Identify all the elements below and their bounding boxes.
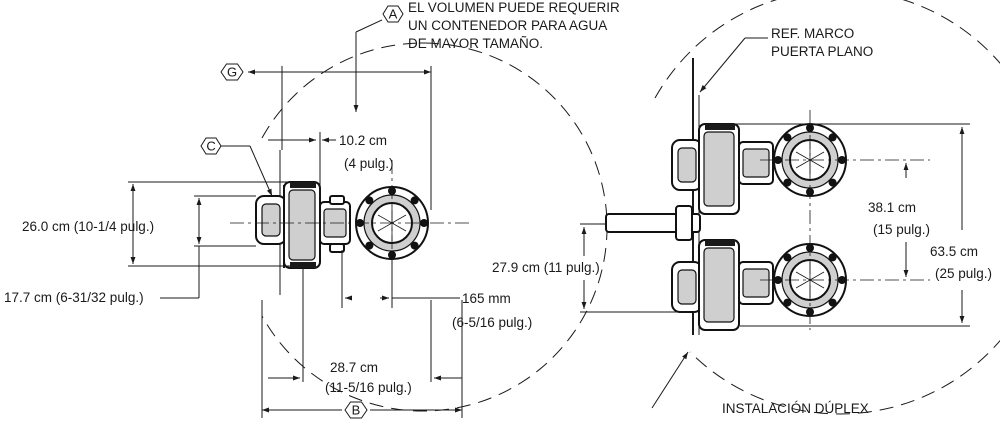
dim-635-in: (25 pulg.) <box>935 266 992 281</box>
dim-279: 27.9 cm (11 pulg.) <box>492 260 600 275</box>
dim-260: 26.0 cm (10-1/4 pulg.) <box>22 219 154 234</box>
dim-102-cm: 10.2 cm <box>339 133 387 148</box>
duplex-installation-view: REF. MARCO PUERTA PLANO <box>492 0 1000 416</box>
dim-165-in: (6-5/16 pulg.) <box>452 315 532 330</box>
note-volume-2: UN CONTENEDOR PARA AGUA <box>408 18 607 33</box>
note-volume-1: EL VOLUMEN PUEDE REQUERIR <box>408 0 620 15</box>
right-clearance-circle <box>654 0 1000 415</box>
note-ref-2: PUERTA PLANO <box>771 44 873 59</box>
dim-102-in: (4 pulg.) <box>344 156 394 171</box>
label-duplex: INSTALACIÓN DÚPLEX <box>722 401 869 416</box>
single-installation-view: G A EL VOLUMEN PUEDE REQUERIR UN CONTENE… <box>4 0 620 419</box>
valve-assembly <box>255 181 351 269</box>
callout-c: C <box>200 137 222 155</box>
callout-a: A <box>382 5 404 23</box>
note-ref-1: REF. MARCO <box>771 26 854 41</box>
callout-a-label: A <box>389 7 398 22</box>
lower-valve-assembly <box>671 239 774 331</box>
callout-g: G <box>220 63 244 81</box>
dim-177: 17.7 cm (6-31/32 pulg.) <box>4 290 144 305</box>
dim-635-cm: 63.5 cm <box>930 244 978 259</box>
upper-valve-assembly <box>671 123 774 215</box>
callout-c-label: C <box>206 139 215 154</box>
dim-381-cm: 38.1 cm <box>868 200 916 215</box>
dim-381-in: (15 pulg.) <box>873 222 930 237</box>
dim-287-in: (11-5/16 pulg.) <box>325 380 412 395</box>
callout-b: B <box>344 401 368 419</box>
dim-165-mm: 165 mm <box>462 291 511 306</box>
callout-b-label: B <box>352 403 361 418</box>
dim-287-cm: 28.7 cm <box>330 360 378 375</box>
callout-g-label: G <box>227 65 237 80</box>
note-volume-3: DE MAYOR TAMAÑO. <box>408 36 543 51</box>
